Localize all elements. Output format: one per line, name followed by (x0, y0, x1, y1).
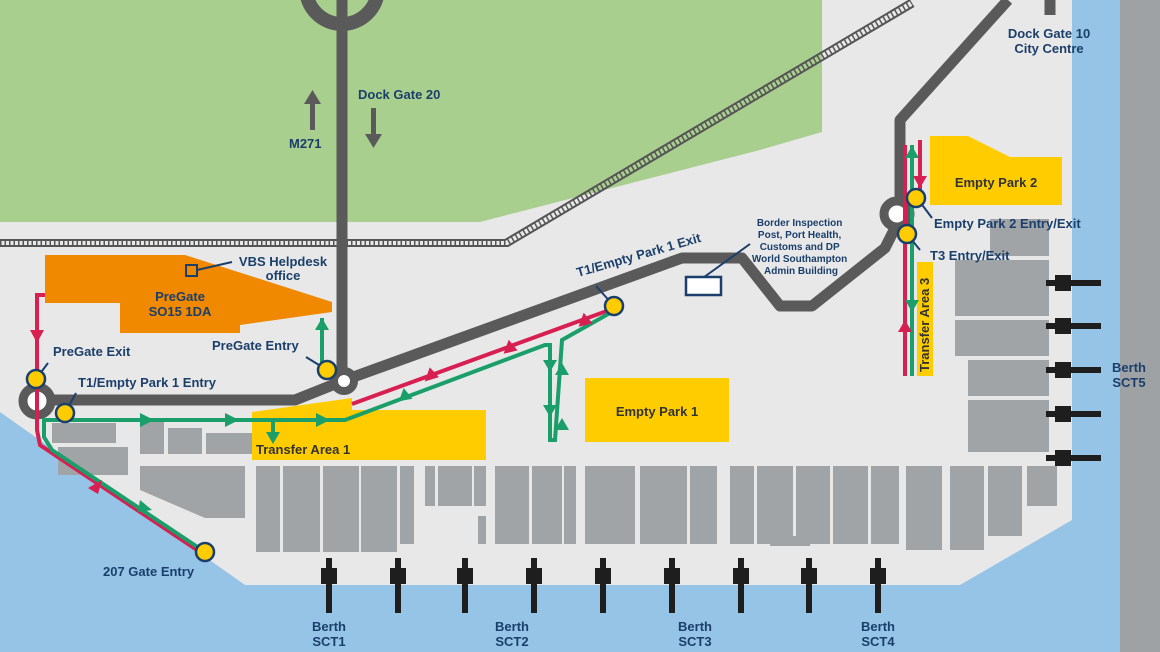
t1-entry-label: T1/Empty Park 1 Entry (78, 375, 217, 390)
pregate-area (45, 255, 332, 333)
t1-entry-marker[interactable] (54, 402, 76, 424)
railway-line (0, 0, 915, 247)
border-inspection-label: Border Inspection Post, Port Health, Cus… (752, 218, 850, 277)
vbs-helpdesk-icon (185, 264, 198, 277)
terminal-buildings (52, 219, 1057, 552)
empty-park-1 (585, 378, 729, 442)
pregate-exit-marker[interactable] (25, 368, 47, 390)
t1-exit-marker[interactable] (603, 295, 625, 317)
transfer-area-3-label: Transfer Area 3 (917, 278, 932, 372)
empty-park-2 (930, 136, 1062, 205)
gate-207-label: 207 Gate Entry (103, 564, 195, 579)
transfer-area-1 (252, 398, 486, 460)
route-arrows (30, 146, 927, 512)
roundabout-main (330, 367, 358, 395)
road-network (37, 0, 1056, 406)
berth-bollards (321, 275, 1101, 613)
empty-park-2-entry-label: Empty Park 2 Entry/Exit (934, 216, 1081, 231)
pregate-entry-label: PreGate Entry (212, 338, 299, 353)
m271-direction-arrows (304, 90, 382, 148)
pregate-entry-marker[interactable] (316, 359, 338, 381)
border-inspection-building-icon (684, 275, 723, 297)
pregate-exit-label: PreGate Exit (53, 344, 131, 359)
grass-area (0, 0, 822, 222)
t3-entry-label: T3 Entry/Exit (930, 248, 1010, 263)
m271-label: M271 (289, 136, 322, 151)
quay-strip (1120, 0, 1160, 652)
empty-park-2-label: Empty Park 2 (955, 175, 1037, 190)
roundabout-top (300, 0, 384, 31)
inbound-route (35, 140, 922, 554)
empty-park-1-label: Empty Park 1 (616, 404, 698, 419)
gate-207-marker[interactable] (194, 541, 216, 563)
empty-park-2-marker[interactable] (905, 187, 927, 209)
t3-entry-marker[interactable] (896, 223, 918, 245)
transfer-area-3 (917, 262, 933, 376)
dock-gate-20-label: Dock Gate 20 (358, 87, 440, 102)
transfer-area-1-label: Transfer Area 1 (256, 442, 350, 457)
